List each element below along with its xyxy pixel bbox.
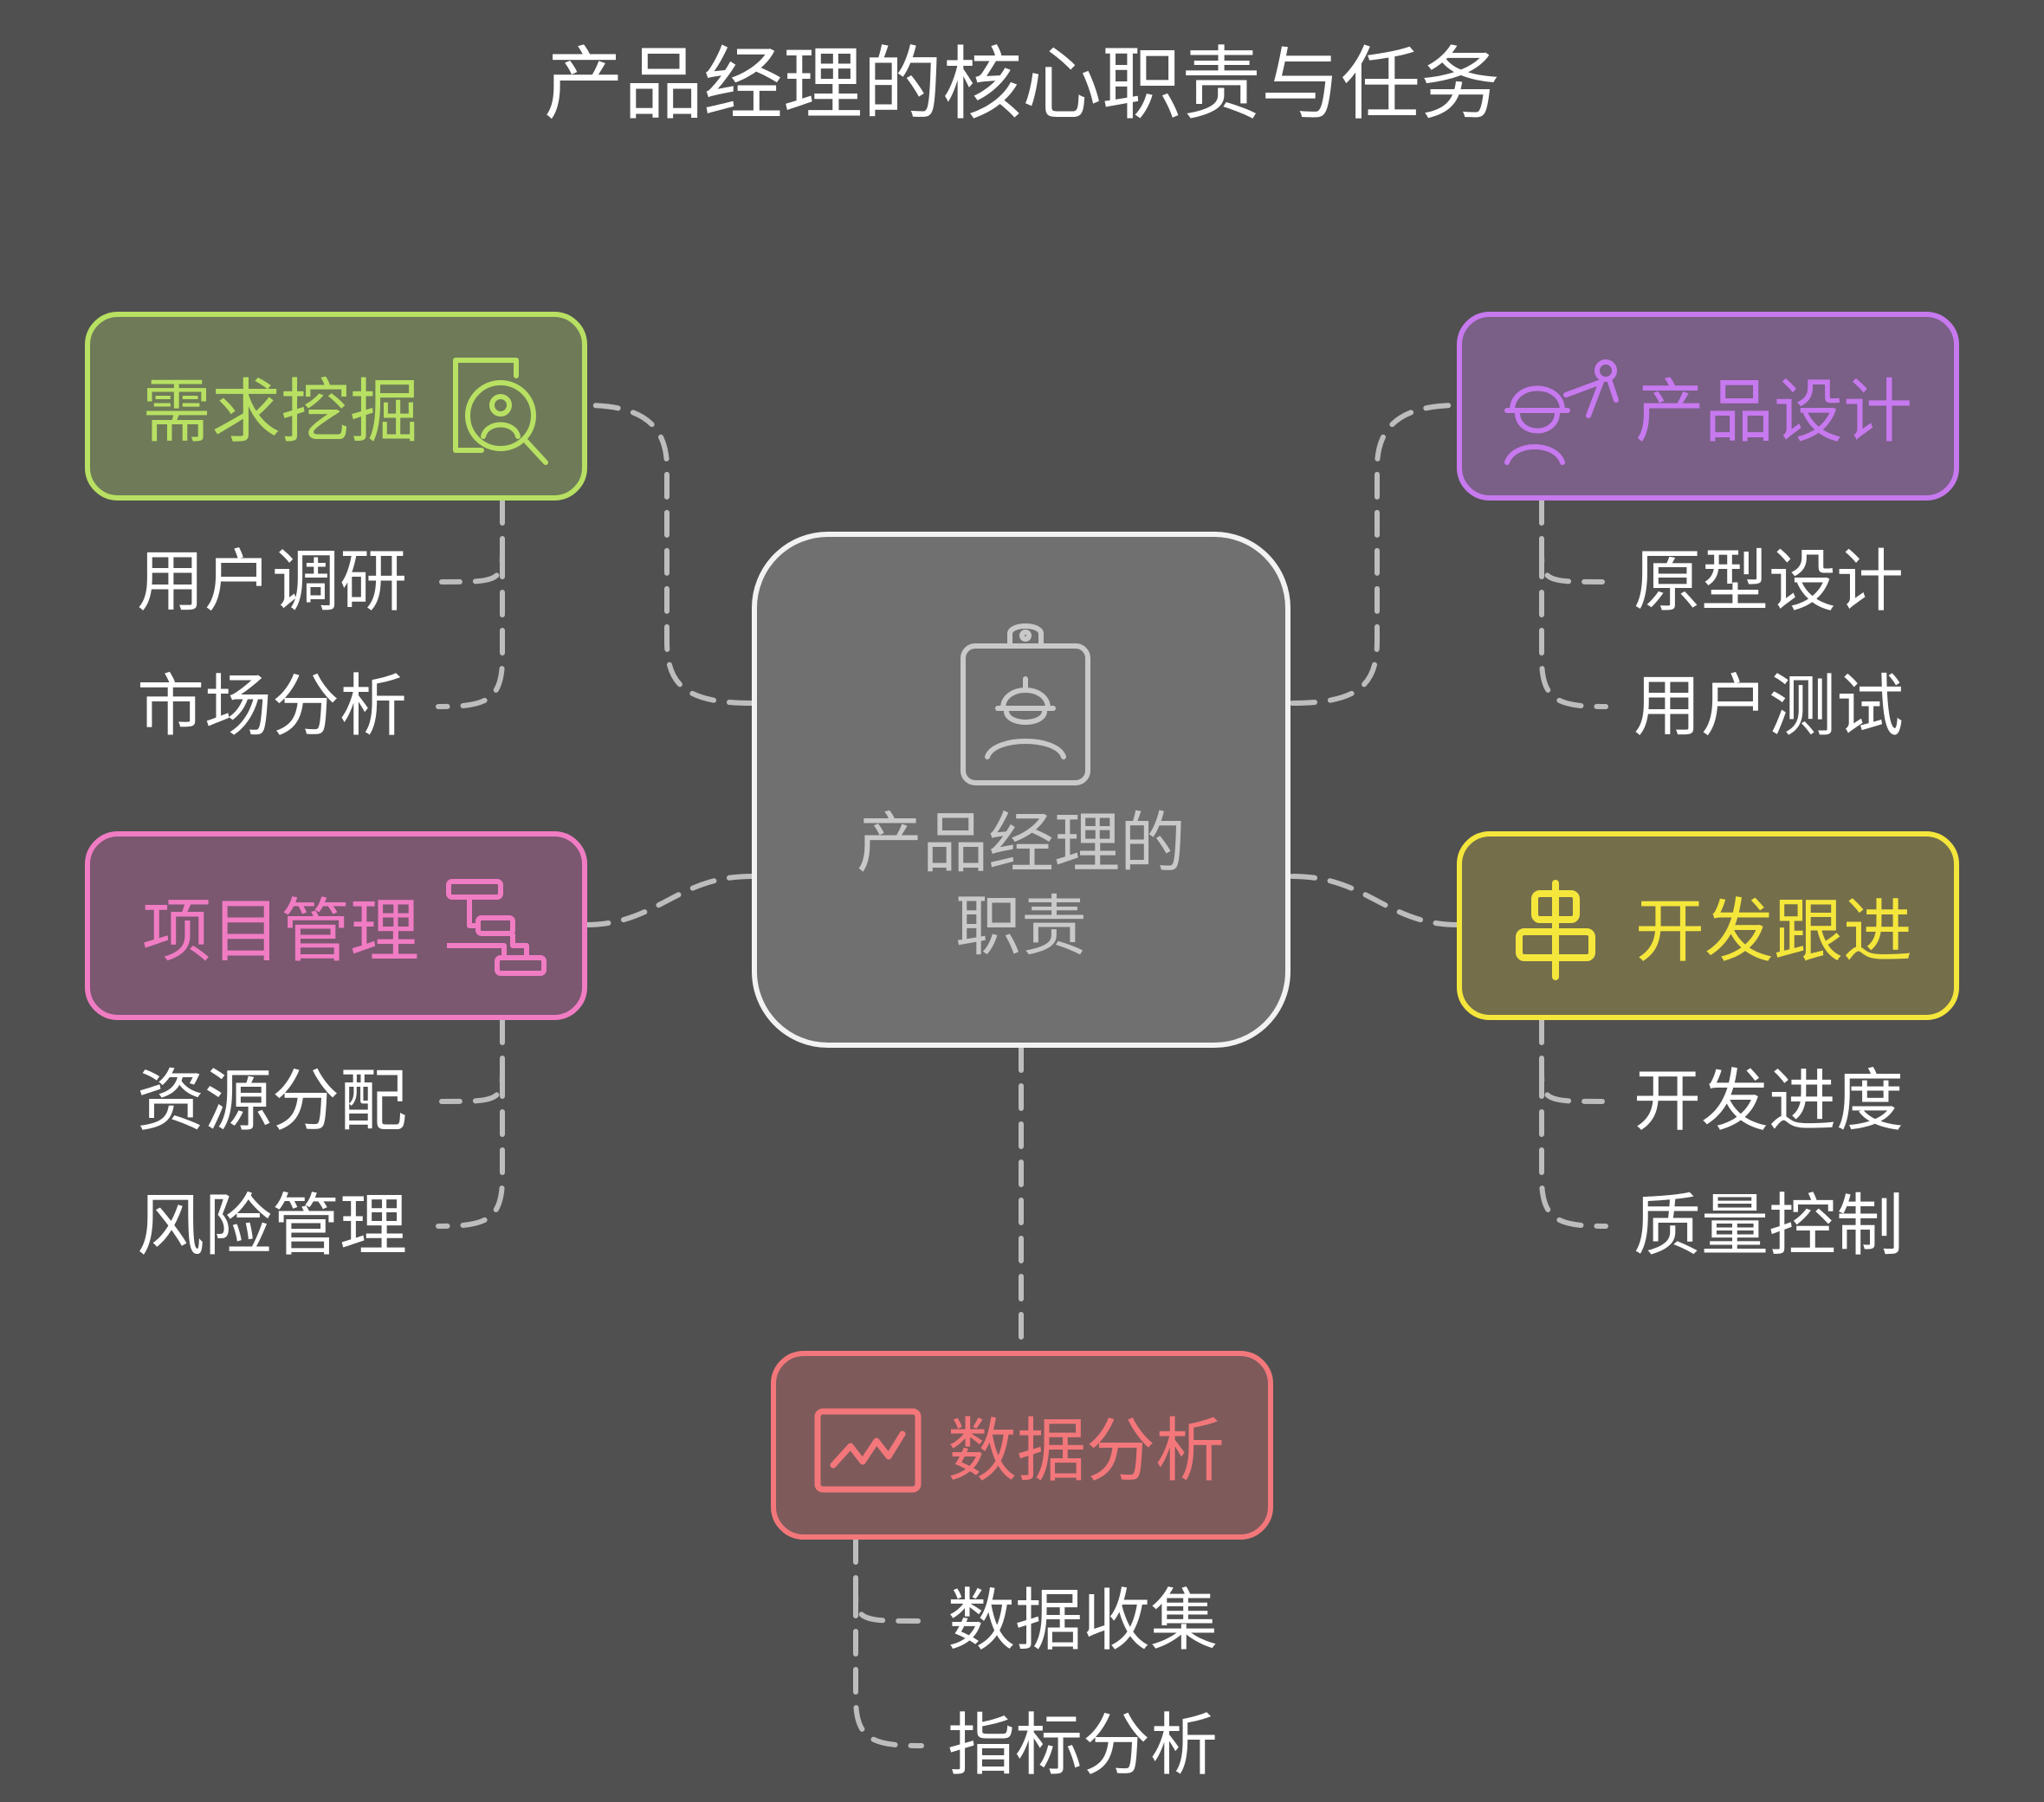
branch-project: 项目管理 bbox=[85, 831, 587, 1020]
branch-product-design-label: 产品设计 bbox=[1635, 371, 1912, 452]
branch-data-analysis: 数据分析 bbox=[771, 1351, 1273, 1540]
connector-center-project bbox=[583, 874, 754, 927]
branch-project-label: 项目管理 bbox=[142, 891, 419, 972]
branch-data-analysis-sub-2: 指标分析 bbox=[948, 1707, 1219, 1785]
connector-demand-sub-1 bbox=[439, 498, 505, 585]
badge-person-icon bbox=[961, 623, 1090, 785]
connector-product-design-sub-1 bbox=[1539, 498, 1605, 585]
branch-product-design-sub-2: 用户测试 bbox=[1633, 668, 1905, 746]
branch-data-analysis-sub-1: 数据收集 bbox=[948, 1582, 1219, 1660]
center-label-line-1: 产品经理的 bbox=[857, 804, 1186, 882]
center-label-line-2: 职责 bbox=[955, 888, 1087, 965]
connector-project-sub-1 bbox=[439, 1017, 505, 1104]
branch-dev-follow-sub-1: 开发进度 bbox=[1633, 1062, 1905, 1140]
branch-data-analysis-label: 数据分析 bbox=[948, 1411, 1225, 1491]
branch-demand-sub-2: 市场分析 bbox=[137, 668, 408, 746]
branch-demand-label: 需求挖掘 bbox=[142, 371, 419, 452]
branch-project-sub-2: 风险管理 bbox=[137, 1187, 408, 1265]
connector-center-dev-follow bbox=[1290, 874, 1461, 927]
connector-center-product-design bbox=[1290, 403, 1461, 706]
engineer-compass-icon bbox=[1504, 359, 1619, 465]
connector-center-demand bbox=[583, 403, 754, 706]
branch-project-sub-1: 资源分配 bbox=[137, 1062, 408, 1140]
gantt-timeline-icon bbox=[446, 879, 547, 976]
branch-product-design: 产品设计 bbox=[1457, 312, 1959, 501]
connector-data-analysis-sub-1 bbox=[853, 1537, 921, 1624]
branch-dev-follow: 开发跟进 bbox=[1457, 831, 1959, 1020]
branch-dev-follow-sub-2: 质量控制 bbox=[1633, 1187, 1905, 1265]
branch-product-design-sub-1: 原型设计 bbox=[1633, 543, 1905, 621]
branch-demand: 需求挖掘 bbox=[85, 312, 587, 501]
line-chart-icon bbox=[814, 1408, 922, 1493]
center-label: 产品经理的 职责 bbox=[757, 802, 1285, 968]
center-node: 产品经理的 职责 bbox=[752, 532, 1290, 1048]
align-bars-icon bbox=[1516, 880, 1595, 980]
branch-dev-follow-label: 开发跟进 bbox=[1635, 891, 1912, 972]
diagram-title: 产品经理的核心职责与任务 bbox=[543, 38, 1500, 131]
person-search-icon bbox=[453, 358, 548, 465]
branch-demand-sub-1: 用户调研 bbox=[137, 543, 408, 621]
connector-dev-follow-sub-1 bbox=[1539, 1017, 1605, 1104]
